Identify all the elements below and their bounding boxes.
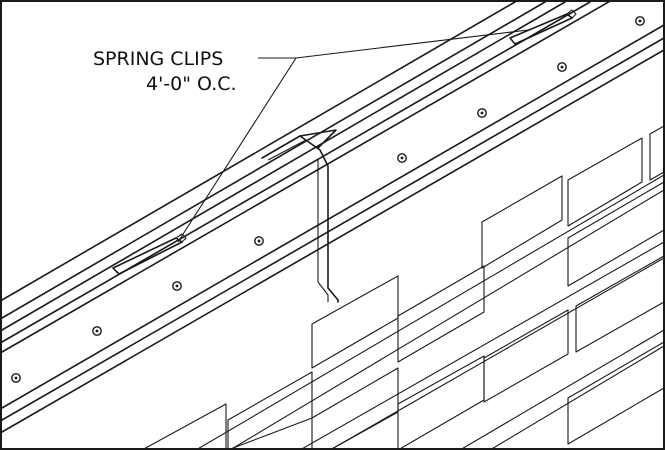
leader-to-right-clip: [295, 29, 529, 59]
brick-wall: [141, 125, 665, 450]
fastener: [557, 62, 567, 72]
brick: [311, 275, 399, 369]
callout-leaders: [177, 29, 529, 243]
coping-joint-splice: [267, 139, 307, 161]
coping-ridge-edge: [1, 1, 591, 343]
brick: [483, 309, 569, 403]
callout-label-line2: 4'-0" O.C.: [146, 73, 237, 95]
spring-clip-right: [509, 9, 577, 45]
brick: [311, 367, 399, 450]
brick: [567, 137, 643, 227]
spring-clip-left: [112, 233, 187, 275]
fastener: [635, 16, 645, 26]
brick: [481, 175, 563, 269]
callout-label-line1: SPRING CLIPS: [93, 48, 223, 70]
coping-face-bottom-1: [1, 24, 665, 409]
fastener: [397, 153, 407, 163]
leader-to-left-clip: [177, 57, 297, 243]
fastener: [477, 108, 487, 118]
coping-face-top: [1, 0, 614, 353]
coping-face-bottom-2: [1, 37, 665, 421]
fastener: [11, 373, 21, 383]
coping-cap: [1, 0, 665, 433]
brick: [227, 371, 313, 450]
brick: [567, 181, 665, 287]
fastener: [254, 236, 264, 246]
coping-joint-back: [299, 129, 337, 149]
coping-top-edge-1: [1, 1, 516, 301]
coping-top-edge-2: [1, 1, 546, 319]
coping-joint-gap-bottom: [317, 281, 329, 302]
coping-top-edge-3: [1, 1, 566, 331]
brick: [575, 255, 665, 353]
brick: [397, 265, 485, 363]
fastener: [172, 281, 182, 291]
brick: [649, 125, 665, 181]
fasteners: [11, 16, 645, 383]
brick: [141, 403, 227, 450]
brick: [567, 341, 665, 445]
fastener: [92, 326, 102, 336]
brick: [397, 355, 485, 450]
coping-face-bottom-3: [1, 49, 665, 433]
